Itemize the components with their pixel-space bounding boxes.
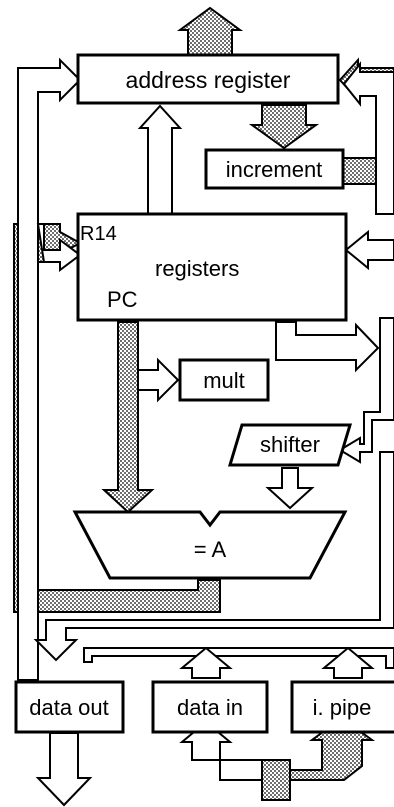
address-register-label: address register <box>126 67 291 93</box>
registers-to-mult-arrow <box>137 357 180 403</box>
r14-label: R14 <box>80 223 117 245</box>
data-in-up-arrow <box>179 646 233 679</box>
data-in-bottom-loop <box>179 720 263 781</box>
mult-box <box>178 358 270 402</box>
shifter-label: shifter <box>260 432 320 457</box>
data-out-box <box>14 680 125 734</box>
i-pipe-box <box>290 680 394 734</box>
right-shifter-bus <box>338 317 394 464</box>
registers-box <box>76 212 348 322</box>
result-to-data-out-bus <box>33 451 394 662</box>
data-in-box <box>151 680 269 734</box>
data-in-label: data in <box>177 695 243 720</box>
upper-data-bus <box>83 647 394 669</box>
increment-label: increment <box>226 157 323 182</box>
registers-to-alu-bus <box>101 321 155 514</box>
right-address-bus <box>342 61 394 215</box>
increment-box <box>204 148 345 190</box>
registers-label: registers <box>155 256 239 281</box>
i-pipe-label: i. pipe <box>313 695 372 720</box>
shifter-box <box>227 423 353 467</box>
left-registers-bus <box>36 223 82 272</box>
data-out-label: data out <box>29 695 109 720</box>
alu-box <box>72 510 348 580</box>
data-out-down-arrow <box>35 732 93 807</box>
pc-label: PC <box>107 287 138 312</box>
registers-to-address-arrow <box>137 104 183 215</box>
registers-right-output-arrow <box>275 321 380 373</box>
left-address-bus <box>17 57 82 681</box>
right-registers-bus <box>344 229 394 271</box>
mult-label: mult <box>203 368 245 393</box>
alu-label: = A <box>194 537 227 562</box>
i-pipe-up-arrow <box>321 646 375 679</box>
address-out-bus-arrow <box>176 6 244 56</box>
address-to-increment-bus-arrow <box>248 104 320 150</box>
address-register-box <box>76 53 340 105</box>
shifter-to-alu-arrow <box>265 467 315 510</box>
